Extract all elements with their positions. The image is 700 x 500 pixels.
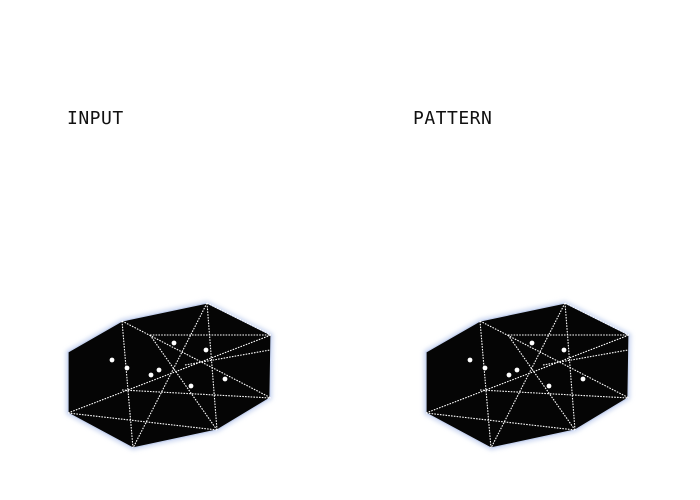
input-figure xyxy=(66,300,274,451)
input-dot-8 xyxy=(222,376,228,382)
pattern-line-7 xyxy=(564,302,630,336)
input-dot-2 xyxy=(124,365,130,371)
input-panel-label: INPUT xyxy=(67,108,124,129)
pattern-dot-3 xyxy=(506,372,512,378)
pattern-line-10 xyxy=(479,389,630,399)
pattern-line-5 xyxy=(490,302,566,449)
input-line-7 xyxy=(206,302,272,336)
input-dot-1 xyxy=(109,357,115,363)
pattern-figure xyxy=(424,300,632,451)
input-dot-3 xyxy=(148,372,154,378)
pattern-dot-1 xyxy=(467,357,473,363)
pattern-dot-4 xyxy=(514,367,520,373)
pattern-dot-2 xyxy=(482,365,488,371)
pattern-dot-6 xyxy=(561,347,567,353)
input-dot-5 xyxy=(171,340,177,346)
input-line-5 xyxy=(132,302,208,449)
pattern-dot-5 xyxy=(529,340,535,346)
pattern-panel-label: PATTERN xyxy=(413,108,493,129)
pattern-line-11 xyxy=(542,349,629,366)
input-line-10 xyxy=(121,389,272,399)
input-dot-4 xyxy=(156,367,162,373)
input-line-11 xyxy=(184,349,271,366)
input-dot-7 xyxy=(188,383,194,389)
pattern-dot-8 xyxy=(580,376,586,382)
input-dot-6 xyxy=(203,347,209,353)
pattern-dot-7 xyxy=(546,383,552,389)
